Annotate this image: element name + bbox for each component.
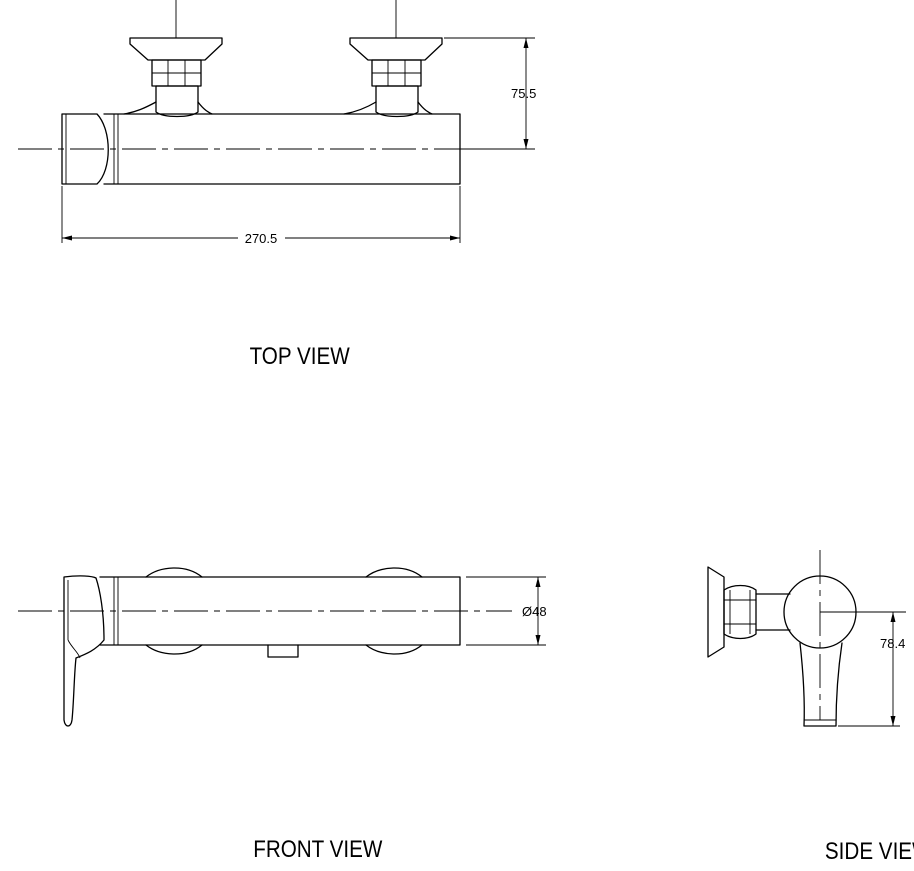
side-view-height-value: 78.4 (880, 636, 905, 651)
side-view-hex-nut (723, 584, 757, 640)
side-view-height-dimension: 78.4 (838, 612, 905, 727)
side-view-wall-plate (707, 566, 725, 658)
front-view-diameter-value: Ø48 (522, 604, 547, 619)
side-view-lever (799, 642, 843, 727)
side-view-body (783, 575, 857, 649)
top-view-label: TOP VIEW (250, 343, 351, 370)
front-view-rosette-top-right (365, 567, 423, 578)
top-view-length-dimension: 270.5 (61, 186, 461, 246)
front-view-rosette-bottom-left (145, 644, 203, 655)
front-view-rosette-top-left (145, 567, 203, 578)
front-view-outlet (267, 644, 299, 658)
front-view-lever-handle (63, 575, 105, 727)
front-view: Ø48 FRONT VIEW (18, 567, 547, 863)
top-view-length-value: 270.5 (245, 231, 278, 246)
top-view: 270.5 75.5 TOP VIEW (18, 0, 536, 369)
top-view-connector-left (123, 0, 223, 118)
front-view-label: FRONT VIEW (253, 836, 383, 863)
front-view-diameter-dimension: Ø48 (466, 576, 547, 646)
top-view-connector-right (343, 0, 443, 118)
top-view-handle-cap (61, 113, 109, 185)
top-view-depth-dimension: 75.5 (444, 37, 536, 150)
front-view-rosette-bottom-right (365, 644, 423, 655)
side-view-label: SIDE VIEW (825, 838, 914, 865)
side-view: 78.4 SIDE VIEW (707, 550, 914, 865)
top-view-body (103, 113, 461, 185)
front-view-body (99, 576, 461, 646)
side-view-neck (755, 593, 791, 631)
top-view-depth-value: 75.5 (511, 86, 536, 101)
